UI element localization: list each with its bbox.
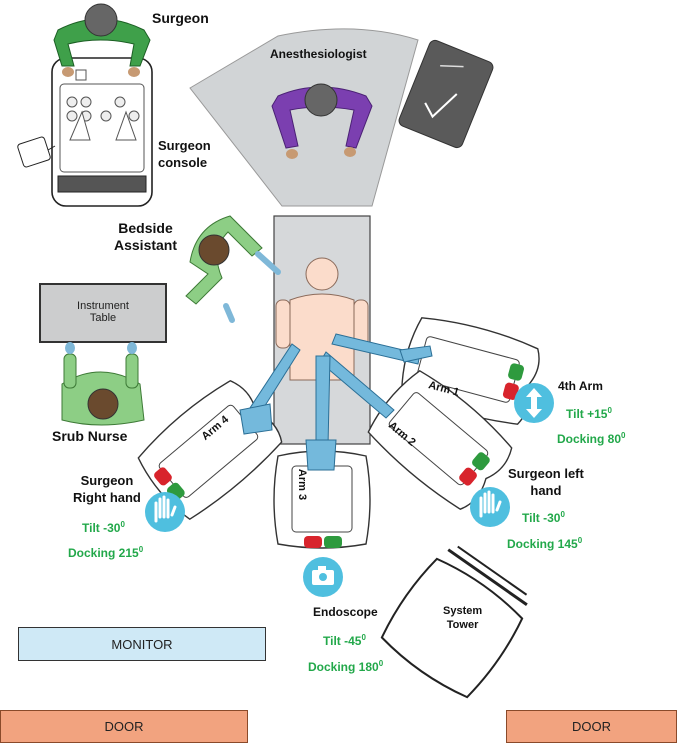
door-right: DOOR [506,710,677,743]
arm4-docking: Docking 2150 [68,541,143,562]
hand-icon-left [470,487,510,527]
arm3-docking-text: Docking 180 [308,660,379,674]
system-tower-line1: System [443,605,483,617]
system-tower-label: System Tower [443,604,482,632]
arm2-title-line2: hand [530,483,562,498]
arm3-title: Endoscope [313,605,378,619]
arm2-title: Surgeon left hand [508,465,584,499]
degree-mark: 0 [361,633,366,642]
bedside-line1: Bedside [118,220,173,236]
hand-icon-right [145,492,185,532]
surgeon-console [17,57,153,207]
degree-mark: 0 [621,431,626,440]
system-tower-line2: Tower [446,619,479,631]
arm1-docking-text: Docking 80 [557,432,622,446]
arm4-tilt-text: Tilt -30 [82,521,121,535]
arm4-title-line2: Right hand [73,490,141,505]
surgeon-console-line2: console [158,155,208,170]
arm3-tilt: Tilt -450 [323,629,366,650]
arm1-tilt: Tilt +150 [566,402,612,423]
door-left: DOOR [0,710,248,743]
arm1-tilt-text: Tilt +15 [566,407,608,421]
camera-icon [303,557,343,597]
bedside-assistant-label: Bedside Assistant [114,220,177,254]
degree-mark: 0 [607,406,612,415]
arm2-tilt-text: Tilt -30 [522,511,561,525]
instrument-table-label: Instrument Table [40,292,166,332]
arm2-title-line1: Surgeon left [508,466,584,481]
degree-mark: 0 [138,545,144,554]
anesthesiologist-figure [271,83,373,159]
arm2-docking-text: Docking 145 [507,537,578,551]
scrub-nurse-label: Srub Nurse [52,428,128,444]
arm4-docking-text: Docking 215 [68,546,139,560]
arm2-tilt: Tilt -300 [522,506,565,527]
arm3-tilt-text: Tilt -45 [323,634,362,648]
surgeon-console-label: Surgeon console [158,137,211,171]
surgeon-figure [53,3,151,77]
bedside-line2: Assistant [114,237,178,253]
arm4-tilt: Tilt -300 [82,516,125,537]
instrument-table-line1: Instrument [77,300,129,312]
degree-mark: 0 [378,659,384,668]
surgeon-console-line1: Surgeon [158,138,211,153]
arm1-docking: Docking 800 [557,427,625,448]
system-tower [380,545,528,699]
instrument-table [39,283,167,343]
robotic-arms [239,333,433,471]
degree-mark: 0 [560,510,565,519]
arm1-title: 4th Arm [558,379,603,393]
surgeon-label: Surgeon [152,10,209,26]
instrument-table-line2: Table [89,312,117,324]
bedside-assistant-figure [185,215,281,323]
degree-mark: 0 [577,536,583,545]
degree-mark: 0 [120,520,125,529]
arm2-docking: Docking 1450 [507,532,582,553]
arm4-title-line1: Surgeon [80,473,134,488]
monitor: MONITOR [18,627,266,661]
anesthesiologist-label: Anesthesiologist [270,47,367,61]
arm3-docking: Docking 1800 [308,655,383,676]
arm3-cart-label: Arm 3 [296,468,309,501]
arm4-title: Surgeon Right hand [73,472,141,506]
scrub-nurse-figure [61,342,145,426]
arm3-cart [273,450,371,549]
anesthesia-machine [398,39,494,149]
anesthesia-zone [189,28,419,207]
patient-figure [275,257,369,381]
arrows-icon [514,383,554,423]
